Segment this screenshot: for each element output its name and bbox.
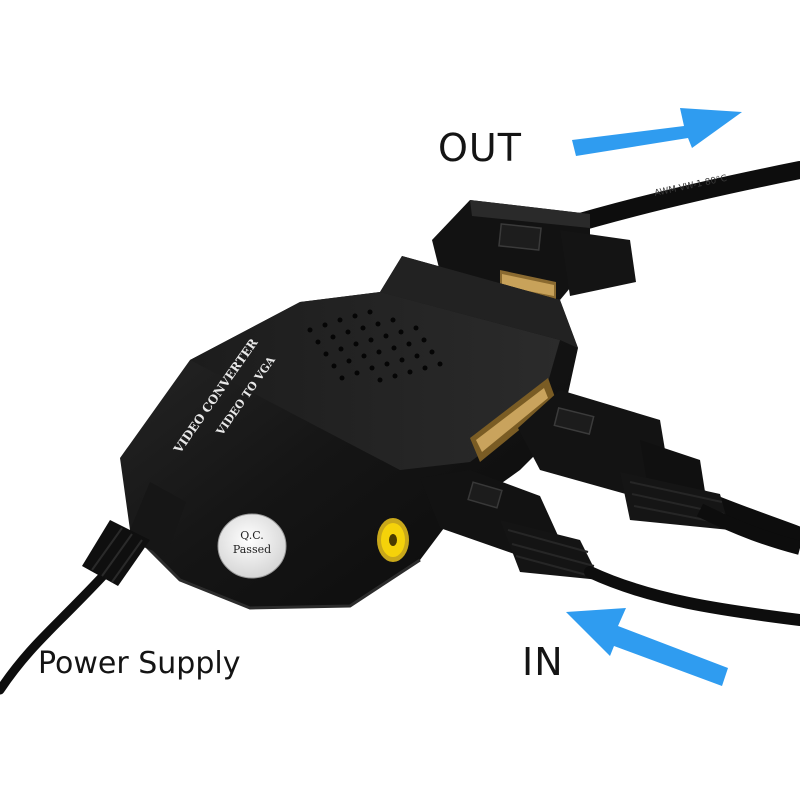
in-label: IN bbox=[522, 640, 564, 684]
power-cable bbox=[0, 482, 186, 695]
out-arrow-icon bbox=[572, 108, 742, 156]
qc-seal-text: Q.C. Passed bbox=[232, 529, 272, 556]
output-vga-connector bbox=[432, 200, 636, 300]
video-converter-device: VIDEO CONVERTER VIDEO TO VGA bbox=[120, 256, 578, 610]
output-vga-cable: AWM VW-1 80°C bbox=[551, 161, 800, 237]
out-label: OUT bbox=[438, 126, 522, 170]
power-supply-label: Power Supply bbox=[38, 646, 241, 681]
qc-seal bbox=[217, 513, 287, 579]
input-vga-cable bbox=[518, 390, 800, 555]
vga-port bbox=[470, 378, 556, 462]
rca-input-jack bbox=[377, 518, 409, 562]
input-video-connector bbox=[420, 470, 800, 626]
vent-holes bbox=[307, 309, 443, 383]
in-arrow-icon bbox=[566, 608, 728, 686]
